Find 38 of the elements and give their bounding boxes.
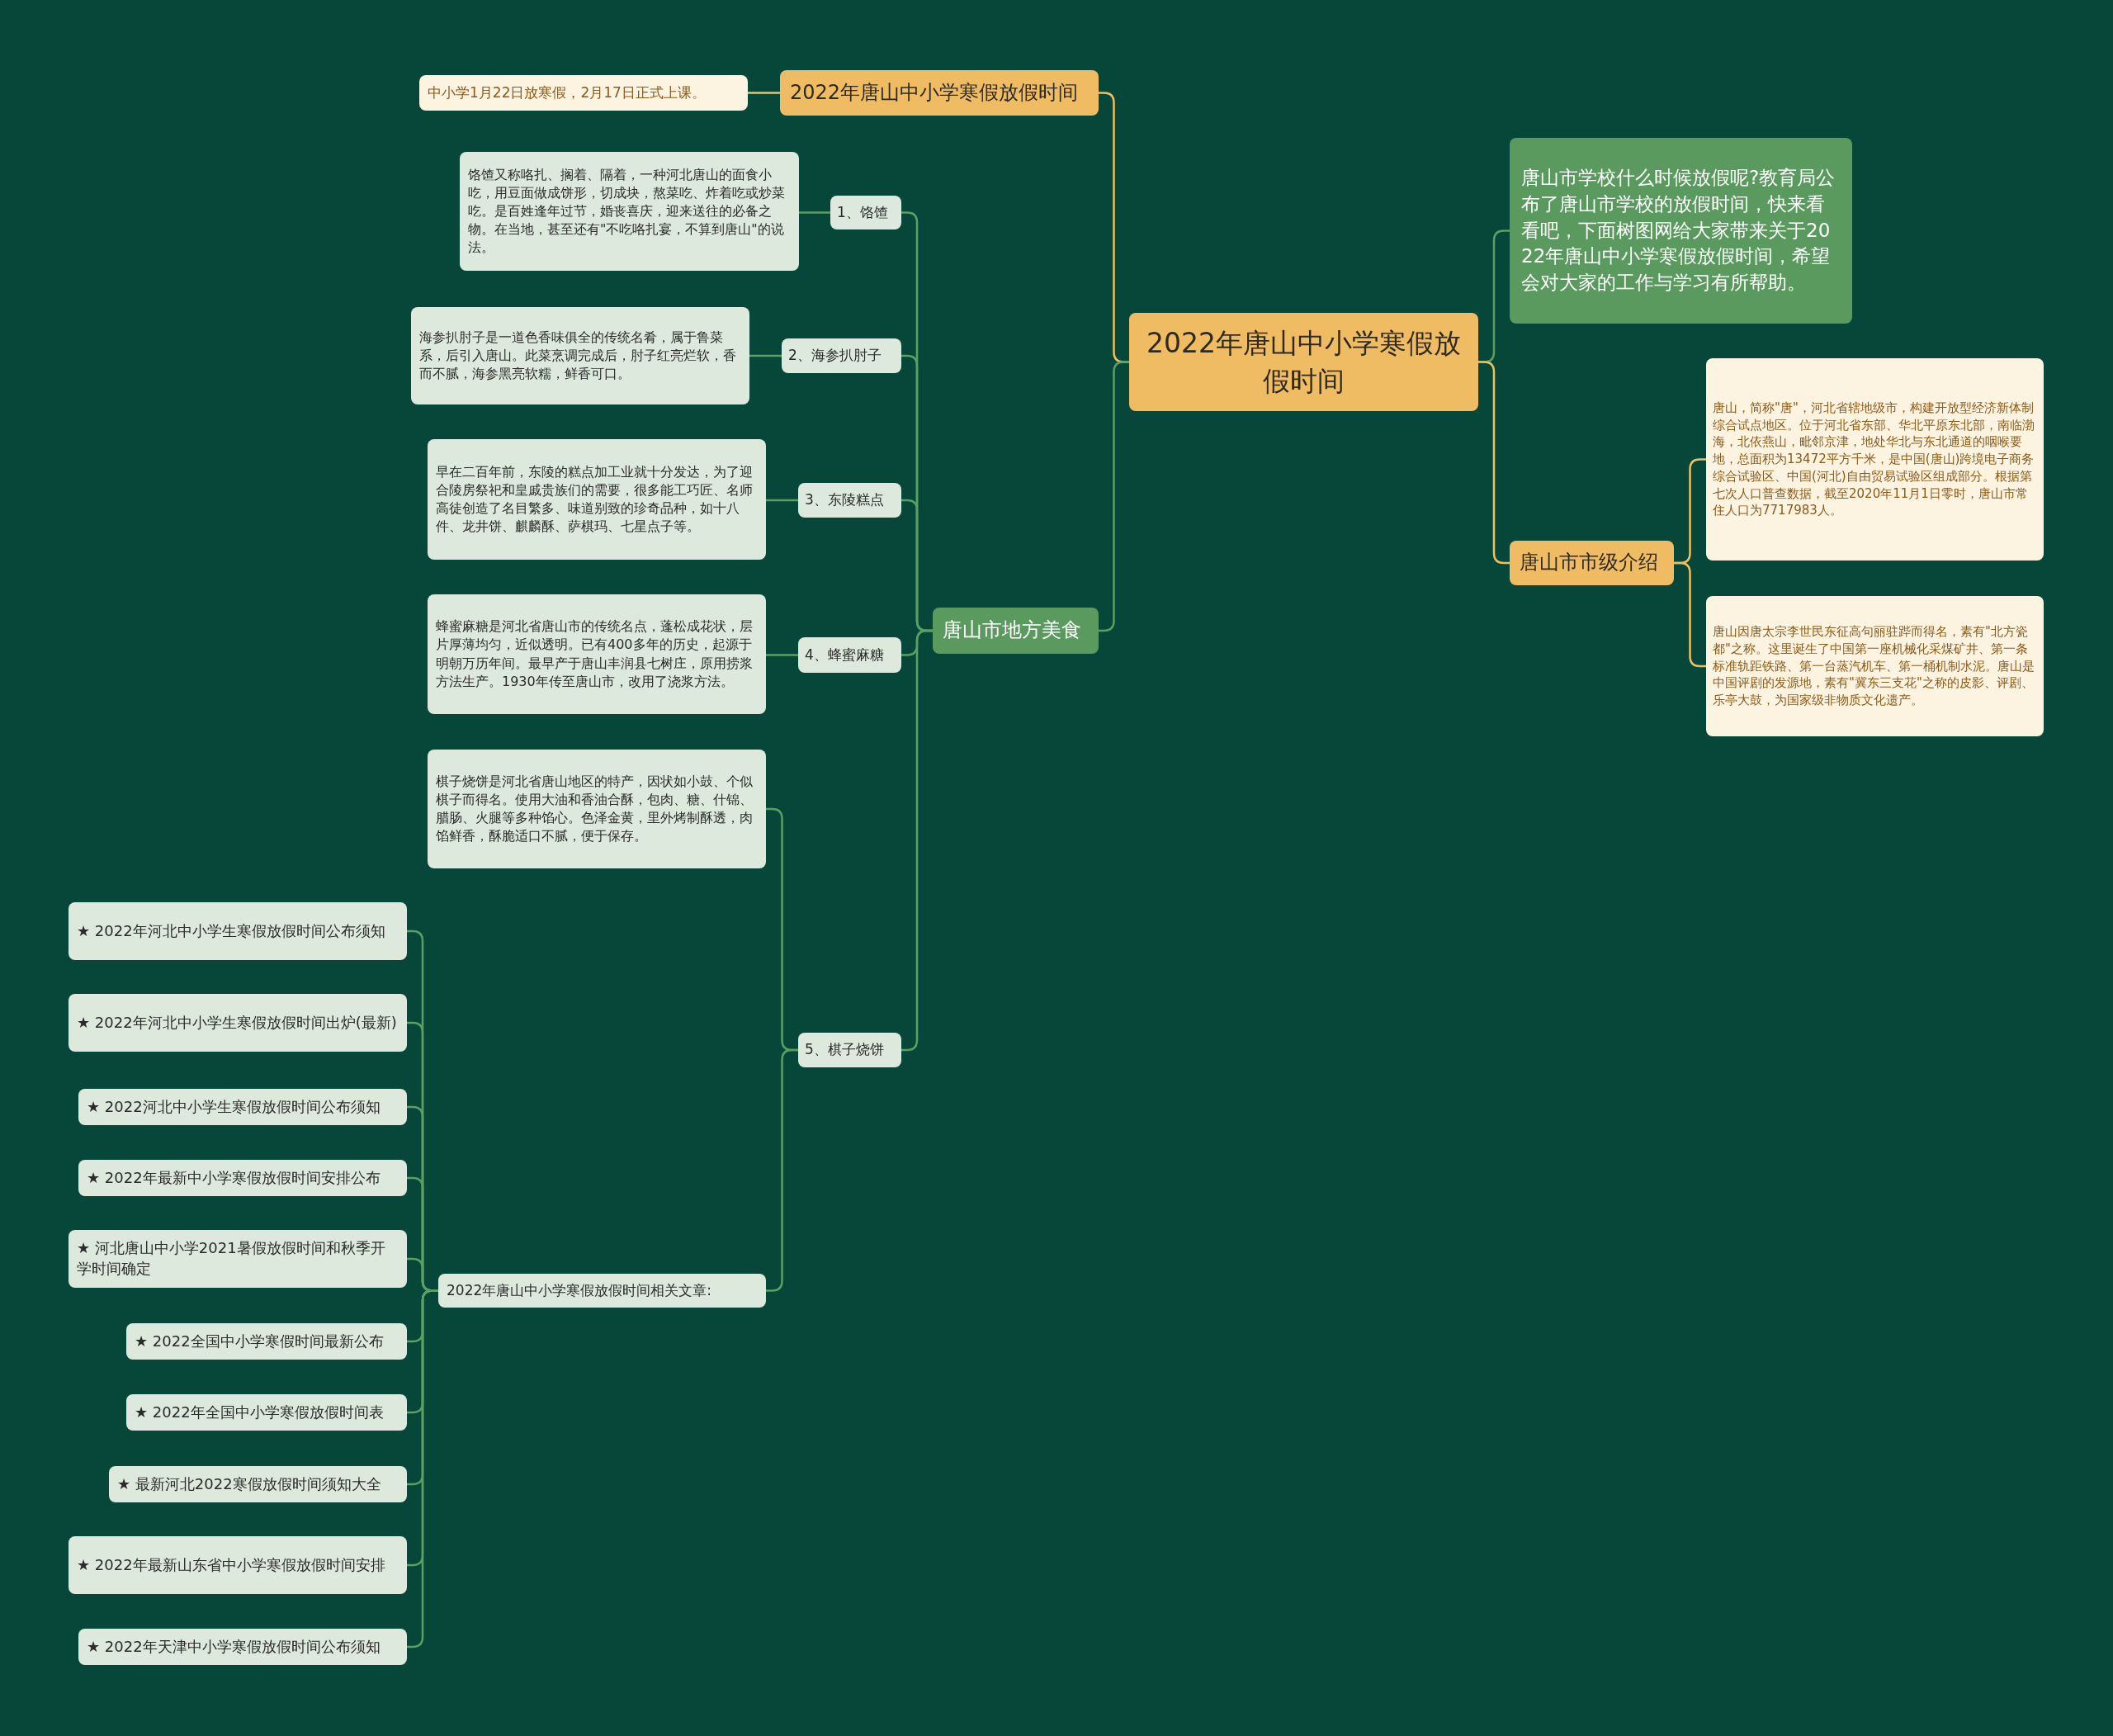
connector-line — [1099, 361, 1129, 632]
topic-box: 唐山市地方美食 — [933, 608, 1099, 654]
text-card: 棋子烧饼是河北省唐山地区的特产，因状如小鼓、个似棋子而得名。使用大油和香油合酥，包肉、糖、什锦、腊肠、火腿等多种馅心。色泽金黄，里外烤制酥透，肉馅鲜香，酥脆适口不腻，便于保存。 — [428, 750, 766, 868]
text-card: ★ 2022年河北中小学生寒假放假时间公布须知 — [69, 902, 407, 960]
text-card: 唐山因唐太宗李世民东征高句丽驻跸而得名，素有"北方瓷都"之称。这里诞生了中国第一座机械化采煤矿井、第一条标准轨距铁路、第一台蒸汽机车、第一桶机制水泥。唐山是中国评剧的发源地，素有"冀东三支花"之称的皮影、评剧、乐亭大鼓，为国家级非物质文化遗产。 — [1706, 596, 2044, 736]
connector-line — [766, 654, 798, 656]
text-card: ★ 2022年河北中小学生寒假放假时间出炉(最新) — [69, 994, 407, 1052]
central-topic: 2022年唐山中小学寒假放假时间 — [1129, 313, 1478, 411]
text-card: ★ 2022年最新山东省中小学寒假放假时间安排 — [69, 1536, 407, 1594]
text-card: 1、饹馇 — [830, 196, 901, 229]
text-card: 唐山，简称"唐"，河北省辖地级市，构建开放型经济新体制综合试点地区。位于河北省东部、华北平原东北部，南临渤海，北依燕山，毗邻京津，地处华北与东北通道的咽喉要地，总面积为13472平方千米，是中国(唐山)跨境电子商务综合试验区、中国(河北)自由贸易试验区组成部分。根据第七次人口普查数据，截至2020年11月1日零时，唐山市常住人口为7717983人。 — [1706, 358, 2044, 561]
text-card: 中小学1月22日放寒假，2月17日正式上课。 — [419, 75, 748, 111]
connector-line — [1478, 361, 1510, 565]
connector-line — [766, 499, 798, 502]
text-card: ★ 河北唐山中小学2021暑假放假时间和秋季开学时间确定 — [69, 1230, 407, 1288]
text-card: 早在二百年前，东陵的糕点加工业就十分发达，为了迎合陵房祭祀和皇戚贵族们的需要，很多能工巧匠、名师高徒创造了名目繁多、味道别致的珍奇品种，如十八件、龙井饼、麒麟酥、萨棋玛、七星点子等。 — [428, 439, 766, 560]
text-card: ★ 2022河北中小学生寒假放假时间公布须知 — [78, 1089, 407, 1125]
text-card: ★ 2022全国中小学寒假时间最新公布 — [126, 1323, 407, 1360]
topic-box: 2022年唐山中小学寒假放假时间 — [780, 70, 1099, 116]
topic-box: 唐山市学校什么时候放假呢?教育局公布了唐山市学校的放假时间，快来看看吧，下面树图网给大家带来关于2022年唐山中小学寒假放假时间，希望会对大家的工作与学习有所帮助。 — [1510, 138, 1852, 324]
text-card: ★ 最新河北2022寒假放假时间须知大全 — [109, 1466, 407, 1502]
connector-line — [766, 1048, 798, 1292]
connector-line — [799, 211, 830, 214]
text-card: 5、棋子烧饼 — [798, 1033, 901, 1067]
text-card: 2022年唐山中小学寒假放假时间相关文章: — [438, 1274, 766, 1308]
text-card: 4、蜂蜜麻糖 — [798, 637, 901, 673]
topic-box: 唐山市市级介绍 — [1510, 541, 1674, 585]
connector-line — [749, 354, 782, 357]
text-card: 2、海参扒肘子 — [782, 338, 901, 373]
connector-line — [748, 92, 780, 94]
text-card: ★ 2022年最新中小学寒假放假时间安排公布 — [78, 1160, 407, 1196]
text-card: ★ 2022年天津中小学寒假放假时间公布须知 — [78, 1629, 407, 1665]
text-card: 蜂蜜麻糖是河北省唐山市的传统名点，蓬松成花状，层片厚薄均匀，近似透明。已有400多年的历史，起源于明朝万历年间。最早产于唐山丰润县七树庄，原用捞浆方法生产。1930年传至唐山市，改用了浇浆方法。 — [428, 594, 766, 714]
text-card: ★ 2022年全国中小学寒假放假时间表 — [126, 1394, 407, 1431]
text-card: 饹馇又称咯扎、搁着、隔着，一种河北唐山的面食小吃，用豆面做成饼形，切成块，熬菜吃、炸着吃或炒菜吃。是百姓逢年过节，婚丧喜庆，迎来送往的必备之物。在当地，甚至还有"不吃咯扎宴，不算到唐山"的说法。 — [460, 152, 799, 271]
connector-line — [407, 1289, 438, 1648]
text-card: 海参扒肘子是一道色香味俱全的传统名肴，属于鲁菜系，后引入唐山。此菜烹调完成后，肘子红亮烂软，香而不腻，海参黑亮软糯，鲜香可口。 — [411, 307, 749, 404]
text-card: 3、东陵糕点 — [798, 483, 901, 518]
